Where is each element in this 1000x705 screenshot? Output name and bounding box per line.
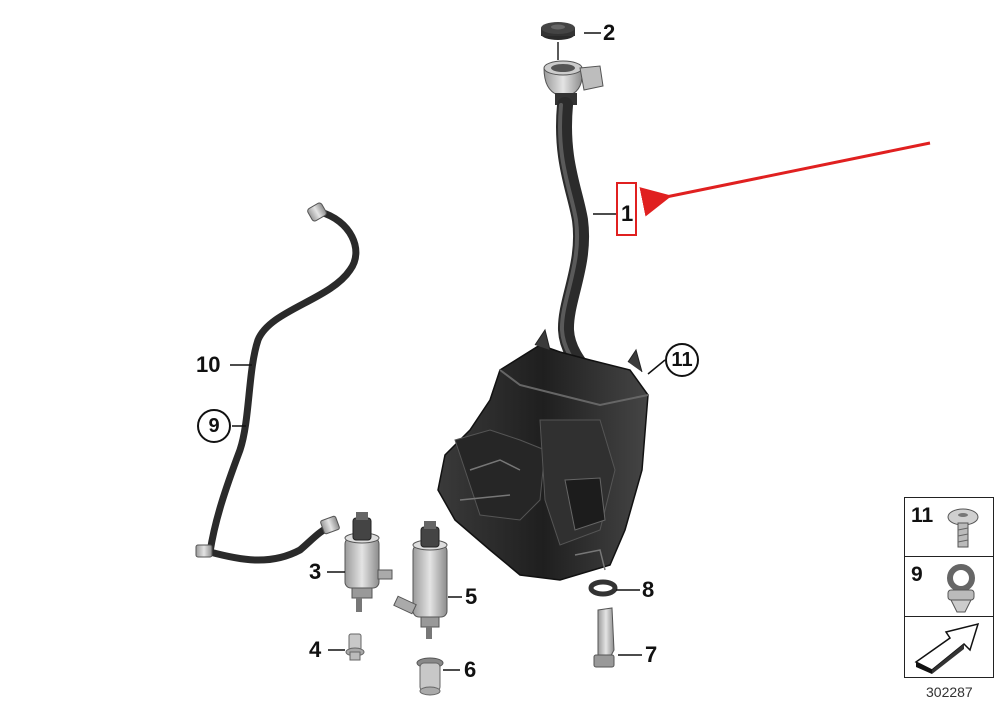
legend-label-9: 9 bbox=[911, 563, 923, 586]
grommet-4 bbox=[345, 633, 365, 661]
level-sensor bbox=[593, 607, 615, 668]
hose-connector-right bbox=[320, 515, 340, 535]
hose-connector-left bbox=[195, 544, 213, 558]
filler-neck bbox=[543, 60, 604, 105]
legend-cell-9: 9 bbox=[904, 556, 994, 617]
washer-pump-left bbox=[344, 512, 393, 612]
hose-clip-icon bbox=[947, 564, 975, 613]
callout-3: 3 bbox=[309, 559, 322, 584]
catalog-number: 302287 bbox=[926, 684, 973, 700]
highlight-box bbox=[616, 182, 637, 236]
filler-cap bbox=[541, 22, 575, 60]
hose-connector-top bbox=[307, 202, 327, 222]
callout-8: 8 bbox=[642, 577, 655, 602]
parts-legend: 11 9 bbox=[904, 497, 994, 679]
callout-1: 1 bbox=[621, 201, 634, 226]
callout-10: 10 bbox=[196, 352, 221, 377]
legend-cell-11: 11 bbox=[904, 497, 994, 557]
callout-6: 6 bbox=[464, 657, 477, 682]
washer-fluid-tank bbox=[437, 328, 649, 581]
legend-label-11: 11 bbox=[911, 504, 934, 527]
washer-hose bbox=[206, 208, 360, 564]
grommet-6 bbox=[416, 657, 444, 696]
direction-arrow-icon bbox=[914, 622, 980, 674]
legend-cell-direction bbox=[904, 616, 994, 678]
seal-ring bbox=[588, 579, 618, 597]
screw-icon bbox=[947, 508, 979, 548]
filler-pipe bbox=[556, 97, 598, 386]
callout-7: 7 bbox=[645, 642, 658, 667]
leader-lines bbox=[230, 32, 666, 671]
callout-2: 2 bbox=[603, 20, 616, 45]
callout-5: 5 bbox=[465, 584, 478, 609]
red-arrow-icon bbox=[639, 141, 931, 217]
callout-9: 9 bbox=[197, 409, 231, 443]
callout-4: 4 bbox=[309, 637, 322, 662]
callout-11: 11 bbox=[665, 343, 699, 377]
washer-pump-right bbox=[393, 521, 448, 639]
